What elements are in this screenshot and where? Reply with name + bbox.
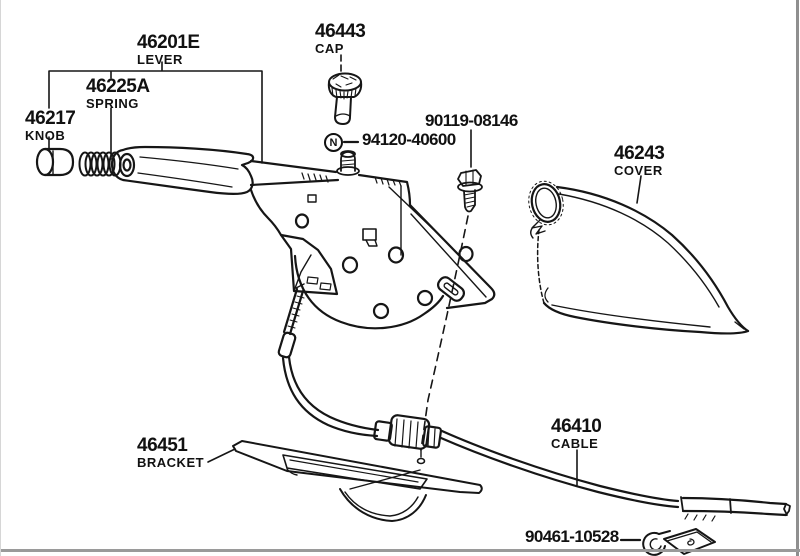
label-cap: 46443 CAP: [315, 21, 366, 57]
cable-drawing: [277, 283, 791, 522]
part-number-cable: 46410: [551, 416, 602, 437]
label-spring: 46225A SPRING: [86, 77, 150, 111]
part-number-lever: 46201E: [137, 32, 200, 53]
page-border-bottom: [0, 549, 800, 552]
bolt-drawing: [457, 169, 483, 213]
label-bolt: 90119-08146: [425, 111, 518, 130]
part-name-cable: CABLE: [551, 436, 599, 452]
lever-body-drawing: [249, 159, 496, 330]
page-border-right: [796, 0, 799, 556]
part-name-knob: KNOB: [25, 128, 66, 144]
part-number-cap: 46443: [315, 21, 366, 42]
label-knob: 46217 KNOB: [25, 108, 76, 144]
label-clamp: 90461-10528: [525, 527, 619, 546]
cover-drawing: [528, 180, 750, 335]
leader-lines: [48, 54, 642, 542]
cover-leader-line: [636, 175, 642, 204]
part-number-knob: 46217: [25, 108, 76, 129]
part-name-bracket: BRACKET: [137, 455, 205, 471]
part-number-nut: 94120-40600: [362, 130, 456, 149]
part-number-bolt: 90119-08146: [425, 111, 518, 130]
stud-drawing: [336, 150, 360, 176]
lever-bracket-line: [48, 61, 263, 164]
lever-grip-drawing: [110, 145, 255, 195]
bracket-drawing: [232, 440, 483, 522]
nut-symbol: N: [329, 136, 338, 149]
label-bracket: 46451 BRACKET: [137, 436, 204, 470]
part-number-clamp: 90461-10528: [525, 527, 619, 546]
page-border-left: [0, 0, 1, 556]
part-number-cover: 46243: [614, 143, 665, 164]
nut-symbol-badge: N: [324, 133, 343, 152]
knob-drawing: [35, 147, 75, 177]
part-number-spring: 46225A: [86, 76, 150, 97]
part-name-cover: COVER: [614, 163, 663, 179]
bracket-leader-line: [207, 448, 236, 463]
label-lever: 46201E LEVER: [137, 33, 200, 67]
part-number-bracket: 46451: [137, 435, 188, 456]
label-cable: 46410 CABLE: [551, 416, 602, 452]
cap-drawing: [327, 72, 363, 125]
part-name-cap: CAP: [315, 41, 344, 57]
label-cover: 46243 COVER: [614, 143, 665, 179]
part-name-lever: LEVER: [137, 52, 183, 68]
label-nut: 94120-40600: [362, 130, 456, 149]
bolt-to-bracket-dashed-line: [420, 215, 469, 451]
part-name-spring: SPRING: [86, 96, 139, 112]
